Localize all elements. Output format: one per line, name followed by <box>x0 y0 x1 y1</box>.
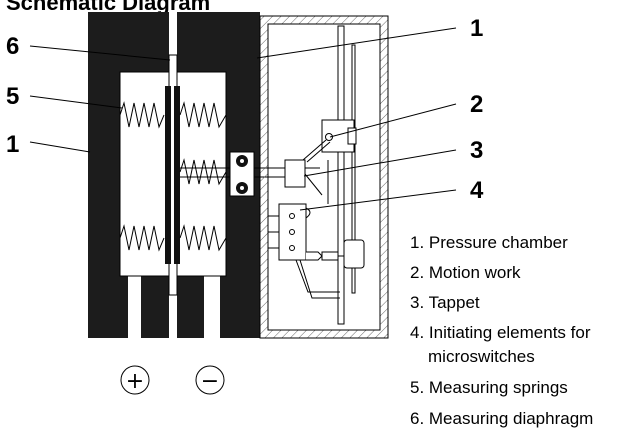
leader-4 <box>299 189 457 211</box>
leader-1-left <box>29 141 91 153</box>
measuring-spring-left-bottom <box>119 224 165 252</box>
legend-item-6: 6. Measuring diaphragm <box>410 409 593 428</box>
chamber-left-half <box>88 12 169 338</box>
switch-housing <box>259 15 389 339</box>
chamber-right-half <box>177 12 260 338</box>
chamber-leg-right <box>177 276 204 338</box>
callout-5: 5 <box>6 83 19 110</box>
legend-item-3: 3. Tappet <box>410 293 480 312</box>
legend-item-5: 5. Measuring springs <box>410 378 568 397</box>
legend-item-4-continued: microswitches <box>428 347 535 366</box>
plus-sign-icon: + <box>120 365 150 395</box>
leader-6 <box>29 45 171 61</box>
leader-2 <box>329 103 457 138</box>
motion-work <box>321 119 357 153</box>
mounting-plate-inner <box>351 44 356 294</box>
callout-6: 6 <box>6 33 19 60</box>
diagram-heading: Schematic Diagram <box>6 0 210 15</box>
svg-text:−: − <box>201 369 219 394</box>
legend: 1. Pressure chamber 2. Motion work 3. Ta… <box>410 233 593 428</box>
measuring-spring-left-top <box>119 101 165 129</box>
legend-item-4: 4. Initiating elements for <box>410 323 591 342</box>
mounting-plate <box>337 25 345 325</box>
shaft-seal <box>229 151 255 197</box>
legend-item-1: 1. Pressure chamber <box>410 233 568 252</box>
measuring-spring-right-top <box>179 101 227 129</box>
measuring-spring-right-bottom <box>179 224 227 252</box>
chamber-leg-left <box>141 276 169 338</box>
pressure-chamber <box>88 12 260 338</box>
callout-4: 4 <box>470 177 484 204</box>
callout-3: 3 <box>470 137 483 164</box>
tappet-lever <box>302 139 327 161</box>
callout-1-right: 1 <box>470 15 483 42</box>
svg-text:+: + <box>126 369 144 394</box>
measuring-diaphragm <box>165 86 171 264</box>
measuring-spring-right-middle <box>179 158 227 186</box>
callout-1-left: 1 <box>6 131 19 158</box>
diaphragm-plate <box>174 86 180 264</box>
leader-5 <box>29 95 123 109</box>
leader-lines <box>29 27 457 211</box>
callout-2: 2 <box>470 91 483 118</box>
minus-sign-icon: − <box>195 365 225 395</box>
tappet <box>284 159 306 188</box>
leader-3 <box>303 149 457 177</box>
initiating-elements <box>268 160 365 299</box>
switch-cam <box>343 239 365 269</box>
leader-1-right <box>256 27 457 59</box>
legend-item-2: 2. Motion work <box>410 263 521 282</box>
